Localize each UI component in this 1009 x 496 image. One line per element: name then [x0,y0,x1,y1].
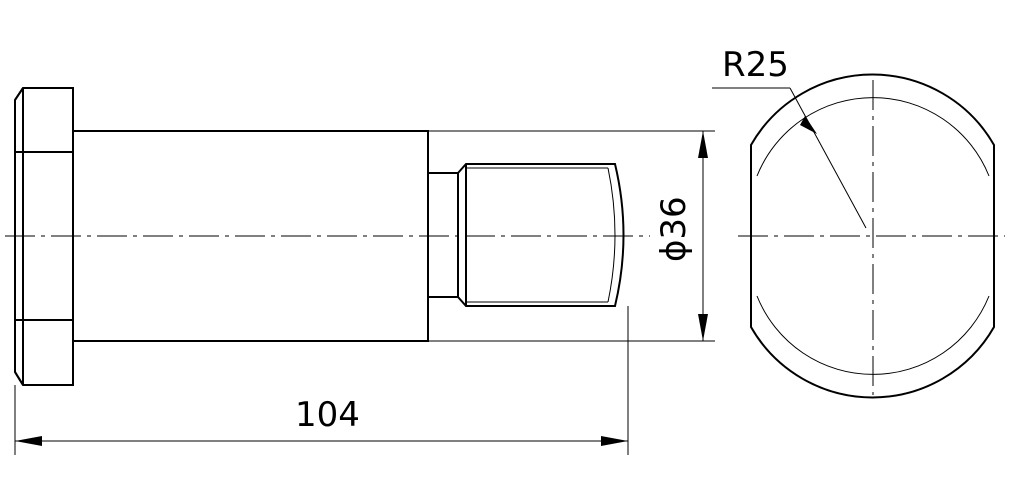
radius-dimension [712,87,867,229]
diameter-label: ϕ36 [654,196,694,262]
length-label: 104 [295,395,360,435]
threaded-end [427,163,625,307]
length-dimension [14,306,629,455]
end-view [738,73,1005,399]
diameter-dimension [428,130,715,342]
radius-label: R25 [722,45,789,85]
